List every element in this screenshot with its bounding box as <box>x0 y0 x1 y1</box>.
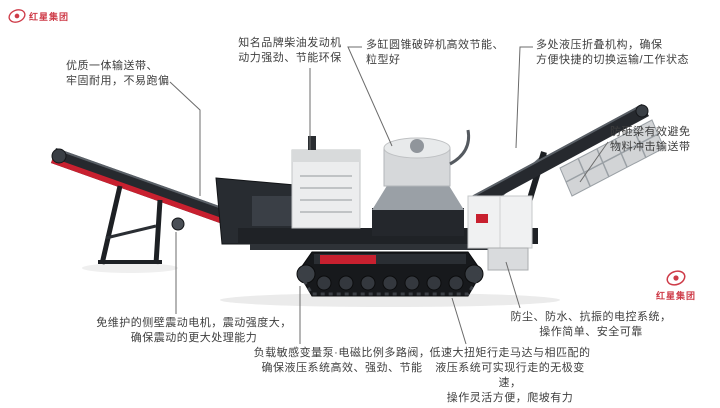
callout-pump-valve: 负载敏感变量泵·电磁比例多路阀， 确保液压系统高效、强劲、节能 <box>253 347 431 374</box>
right-conveyor-belt-edge <box>467 104 643 200</box>
road-wheel <box>382 275 398 291</box>
vibration-motor <box>171 217 185 231</box>
conveyor-support-legs <box>98 185 163 265</box>
callout-engine: 知名品牌柴油发动机 动力强劲、节能环保 <box>238 37 342 64</box>
crawler-track <box>296 251 484 297</box>
hydraulic-hose <box>449 129 471 166</box>
cabinet-logo <box>476 214 488 223</box>
callout-anti-impact-grid: 防砸梁有效避免 物料冲击输送带 <box>610 126 691 153</box>
engine-housing <box>291 136 361 229</box>
anti-impact-grid <box>559 119 665 197</box>
drive-sprocket <box>464 264 484 284</box>
watermark-text: 红星集团 <box>29 11 70 22</box>
callout-cone: 多缸圆锥破碎机高效节能、 粒型好 <box>366 39 504 66</box>
callout-travel-motor: 低速大扭矩行走马达与相匹配的 液压系统可实现行走的无极变速， 操作灵活方便，爬坡… <box>429 347 591 404</box>
leader-lines <box>169 46 609 345</box>
leader-electric <box>505 261 521 309</box>
watermark-text: 红星集团 <box>656 291 697 301</box>
engine-cabinet-top <box>292 150 360 162</box>
leader-belt <box>169 81 201 196</box>
watermark-bottom-right: 红星集团 <box>656 268 696 302</box>
control-cabinet <box>467 195 533 249</box>
left-conveyor-belt-edge <box>55 148 237 214</box>
left-conveyor <box>51 148 237 227</box>
legs-shadow <box>82 263 178 273</box>
hopper-panel <box>252 196 292 226</box>
idler-sprocket <box>296 264 316 284</box>
right-conveyor-boom <box>468 104 649 210</box>
grid-line <box>565 133 659 183</box>
left-conveyor-head-pulley <box>51 148 67 164</box>
road-wheel <box>360 275 376 291</box>
leader-grid <box>579 141 609 183</box>
left-conveyor-red-stripe <box>51 158 233 227</box>
support-brace <box>105 224 157 240</box>
brand-logo-icon <box>8 9 26 23</box>
support-leg <box>153 199 163 265</box>
right-conveyor-head-pulley <box>635 104 649 118</box>
track-red-stripe <box>320 255 376 264</box>
road-wheel <box>448 275 464 291</box>
feed-hopper <box>171 177 307 245</box>
callout-vibration-motor: 免维护的侧壁震动电机，震动强度大， 确保震动的更大处理能力 <box>96 317 292 344</box>
chassis-rail <box>250 244 526 250</box>
exhaust-stack <box>308 136 316 150</box>
support-leg <box>99 185 123 265</box>
track-lugs <box>298 273 482 296</box>
leader-fold <box>515 46 533 149</box>
crusher-cap <box>410 139 424 153</box>
road-wheel <box>404 275 420 291</box>
machine-shadow <box>220 293 560 307</box>
watermark-top-left: 红星集团 <box>8 7 69 25</box>
crusher-bowl <box>372 184 464 210</box>
road-wheel <box>426 275 442 291</box>
cone-crusher <box>372 129 471 236</box>
electric-control-box <box>487 247 529 271</box>
leader-cone <box>347 46 393 147</box>
crusher-base-frame <box>372 208 464 236</box>
callout-hydraulic-fold: 多处液压折叠机构，确保 方便快捷的切换运输/工作状态 <box>536 39 690 66</box>
brand-logo-icon <box>666 270 686 286</box>
leader-travel <box>451 297 467 345</box>
track-frame <box>314 254 466 264</box>
road-wheel <box>338 275 354 291</box>
callout-electric-control: 防尘、防水、抗振的电控系统， 操作简单、安全可靠 <box>510 311 672 338</box>
callout-belt: 优质一体输送带、 牢固耐用，不易跑偏 <box>66 60 170 87</box>
road-wheel <box>316 275 332 291</box>
